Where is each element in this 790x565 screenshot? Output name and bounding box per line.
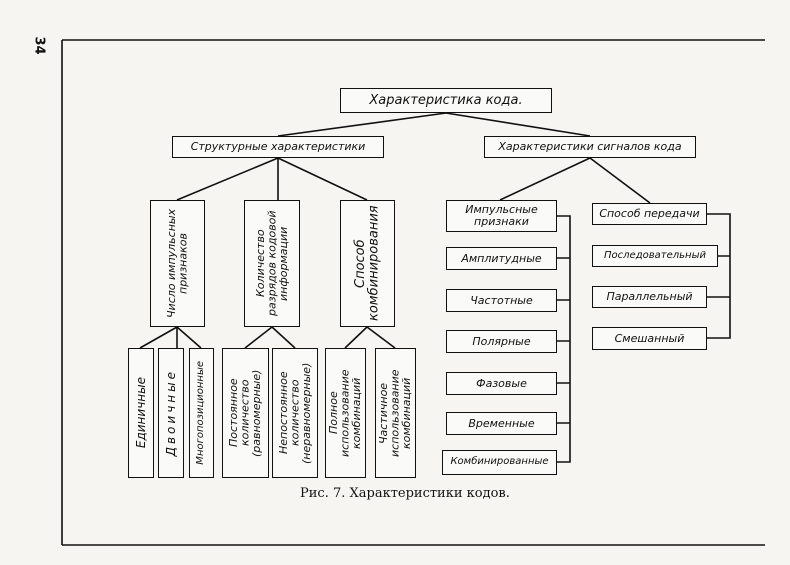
impulse-bracket bbox=[557, 215, 571, 463]
structural-box: Структурные характеристики bbox=[172, 136, 384, 158]
transfer-item: Последовательный bbox=[592, 245, 718, 267]
figure-caption: Рис. 7. Характеристики кодов. bbox=[300, 486, 510, 501]
leaf-box: Полное использование комбинаций bbox=[325, 348, 366, 478]
root-box: Характеристика кода. bbox=[340, 88, 552, 113]
root-connectors bbox=[277, 112, 591, 137]
right-connectors bbox=[499, 157, 651, 204]
impulse-item: Амплитудные bbox=[446, 247, 557, 270]
leaf-connectors bbox=[139, 326, 396, 349]
impulse-item: Комбинированные bbox=[442, 450, 557, 475]
impulse-item: Полярные bbox=[446, 330, 557, 353]
transfer-item: Смешанный bbox=[592, 327, 707, 350]
impulse-item: Временные bbox=[446, 412, 557, 435]
transfer-item: Параллельный bbox=[592, 286, 707, 308]
impulse-item: Фазовые bbox=[446, 372, 557, 395]
left-connectors bbox=[176, 157, 368, 201]
frame bbox=[61, 39, 765, 546]
impulse-box: Импульсные признаки bbox=[446, 200, 557, 232]
impulse-item: Частотные bbox=[446, 289, 557, 312]
group-box: Способ комбинирования bbox=[340, 200, 395, 327]
leaf-box: Двоичные bbox=[158, 348, 184, 478]
leaf-box: Непостоянное количество (неравномерные) bbox=[272, 348, 318, 478]
leaf-box: Частичное использование комбинаций bbox=[375, 348, 416, 478]
group-box: Число импульсных признаков bbox=[150, 200, 205, 327]
transfer-box: Способ передачи bbox=[592, 203, 707, 225]
group-box: Количество разрядов кодовой информации bbox=[244, 200, 300, 327]
leaf-box: Многопозиционные bbox=[189, 348, 214, 478]
transfer-bracket bbox=[707, 213, 731, 339]
leaf-box: Единичные bbox=[128, 348, 154, 478]
signal-box: Характеристики сигналов кода bbox=[484, 136, 696, 158]
leaf-box: Постоянное количество (равномерные) bbox=[222, 348, 269, 478]
